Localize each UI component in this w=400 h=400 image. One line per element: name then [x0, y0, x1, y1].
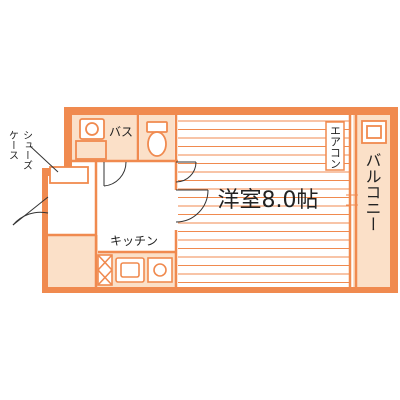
bathtub-icon: [75, 140, 107, 160]
toilet-icon: [146, 121, 168, 157]
balcony-label: バルコニー: [363, 152, 382, 232]
stove-icon: [147, 257, 173, 283]
bath-label: バス: [109, 125, 133, 139]
interior-walls: [48, 115, 358, 287]
room-label: 洋室8.0帖: [218, 188, 319, 213]
kitchen-label: キッチン: [110, 234, 158, 248]
shoe-case-box: [49, 166, 89, 184]
kitchen-sink-icon: [115, 257, 145, 283]
fridge-space-icon: [97, 254, 113, 286]
balcony-sink-icon: [361, 120, 387, 144]
shoe-case-leader: [29, 145, 59, 173]
room-flooring: [178, 120, 349, 284]
bath-sink-icon: [79, 118, 105, 140]
shoe-case-label-line2: ケース: [7, 130, 19, 160]
door-swings: [12, 161, 209, 226]
entrance-floor: [48, 235, 98, 287]
window-ticks: [346, 194, 358, 206]
aircon-unit: [325, 121, 345, 171]
shoe-case-label-line1: シューズ: [21, 130, 33, 170]
aircon-label: エアコン: [329, 125, 342, 169]
